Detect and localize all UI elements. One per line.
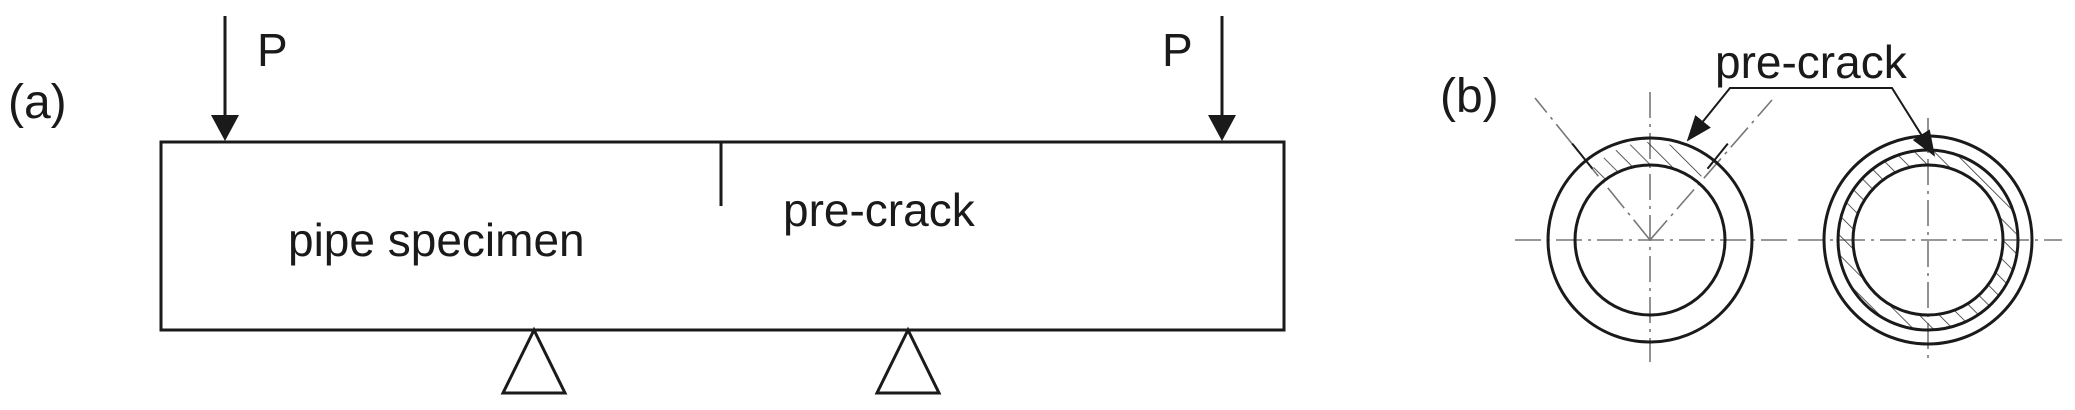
leader-arrow-right: [1845, 87, 1936, 157]
hatched-crack-sector: [1592, 141, 1708, 240]
panel-a: (a) P P pipe specimen pre-crack: [8, 16, 1286, 395]
load-arrow-left: [211, 16, 239, 141]
load-label-left: P: [257, 24, 288, 76]
crack-label-a: pre-crack: [783, 184, 976, 236]
crack-label-b: pre-crack: [1715, 36, 1908, 88]
pipe-inner-wall: [1851, 163, 2005, 317]
panel-b: (b) pre-crack: [1440, 36, 2062, 362]
load-arrow-right: [1208, 16, 1236, 141]
cross-section-surface-crack: [1515, 92, 1790, 362]
hatched-crack-ring: [1838, 150, 2018, 330]
panel-a-label: (a): [8, 76, 67, 129]
arrowhead-icon: [1208, 115, 1236, 141]
panel-b-label: (b): [1440, 70, 1499, 123]
support-left-icon: [500, 326, 568, 395]
cross-section-circumferential-crack: [1798, 118, 2062, 362]
pipe-inner-wall: [1573, 163, 1727, 317]
arrowhead-icon: [211, 115, 239, 141]
pipe-outer-wall: [1546, 136, 1754, 344]
support-right-icon: [874, 326, 942, 395]
specimen-label: pipe specimen: [288, 214, 585, 266]
leader-arrow-left: [1686, 87, 1845, 142]
load-label-right: P: [1162, 24, 1193, 76]
leader-lines: [1686, 87, 1936, 157]
